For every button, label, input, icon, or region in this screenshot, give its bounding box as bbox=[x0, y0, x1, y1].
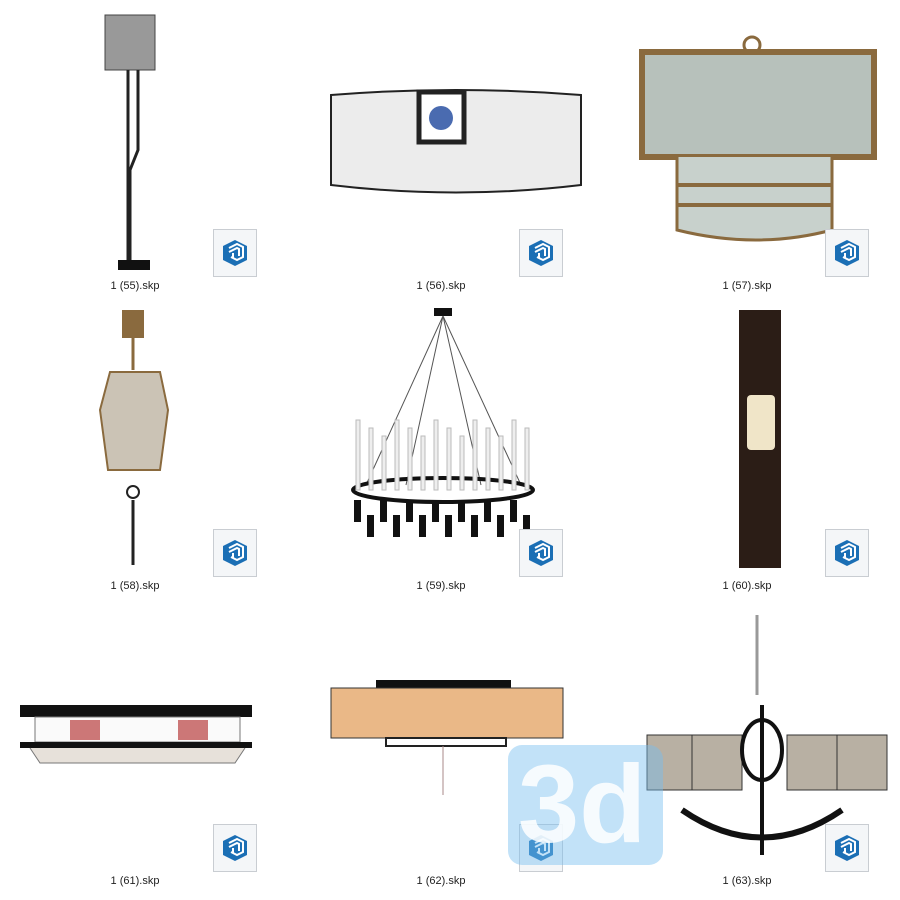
sketchup-file-icon bbox=[825, 229, 869, 277]
lamp-thumbnail bbox=[330, 680, 564, 795]
file-name: 1 (59).skp bbox=[416, 580, 466, 592]
file-tile[interactable]: 1 (60).skp bbox=[612, 300, 900, 595]
lamp-thumbnail bbox=[351, 308, 535, 537]
sketchup-file-icon bbox=[519, 824, 563, 872]
lamp-thumbnail bbox=[646, 615, 888, 855]
file-name: 1 (56).skp bbox=[416, 280, 466, 292]
file-name: 1 (57).skp bbox=[722, 280, 772, 292]
lamp-thumbnail bbox=[639, 35, 877, 242]
file-name: 1 (60).skp bbox=[722, 580, 772, 592]
watermark: 3d bbox=[508, 745, 663, 865]
lamp-thumbnail bbox=[104, 14, 156, 270]
file-tile[interactable]: 1 (55).skp bbox=[0, 0, 300, 295]
file-tile[interactable]: 1 (61).skp bbox=[0, 595, 300, 890]
lamp-thumbnail bbox=[98, 310, 170, 565]
file-tile[interactable]: 1 (63).skp bbox=[612, 595, 900, 890]
file-tile[interactable]: 1 (58).skp bbox=[0, 300, 300, 595]
file-name: 1 (61).skp bbox=[110, 875, 160, 887]
sketchup-file-icon bbox=[825, 824, 869, 872]
file-tile[interactable]: 1 (57).skp bbox=[612, 0, 900, 295]
file-tile[interactable]: 1 (62).skp bbox=[306, 595, 606, 890]
file-tile[interactable]: 1 (59).skp bbox=[306, 300, 606, 595]
lamp-thumbnail bbox=[20, 705, 252, 764]
sketchup-file-icon bbox=[213, 229, 257, 277]
file-tile[interactable]: 1 (56).skp bbox=[306, 0, 606, 295]
file-name: 1 (55).skp bbox=[110, 280, 160, 292]
file-name: 1 (62).skp bbox=[416, 875, 466, 887]
sketchup-file-icon bbox=[213, 529, 257, 577]
lamp-thumbnail bbox=[739, 310, 781, 568]
lamp-thumbnail bbox=[330, 89, 582, 194]
file-name: 1 (63).skp bbox=[722, 875, 772, 887]
sketchup-file-icon bbox=[519, 529, 563, 577]
file-name: 1 (58).skp bbox=[110, 580, 160, 592]
sketchup-file-icon bbox=[825, 529, 869, 577]
sketchup-file-icon bbox=[519, 229, 563, 277]
sketchup-file-icon bbox=[213, 824, 257, 872]
